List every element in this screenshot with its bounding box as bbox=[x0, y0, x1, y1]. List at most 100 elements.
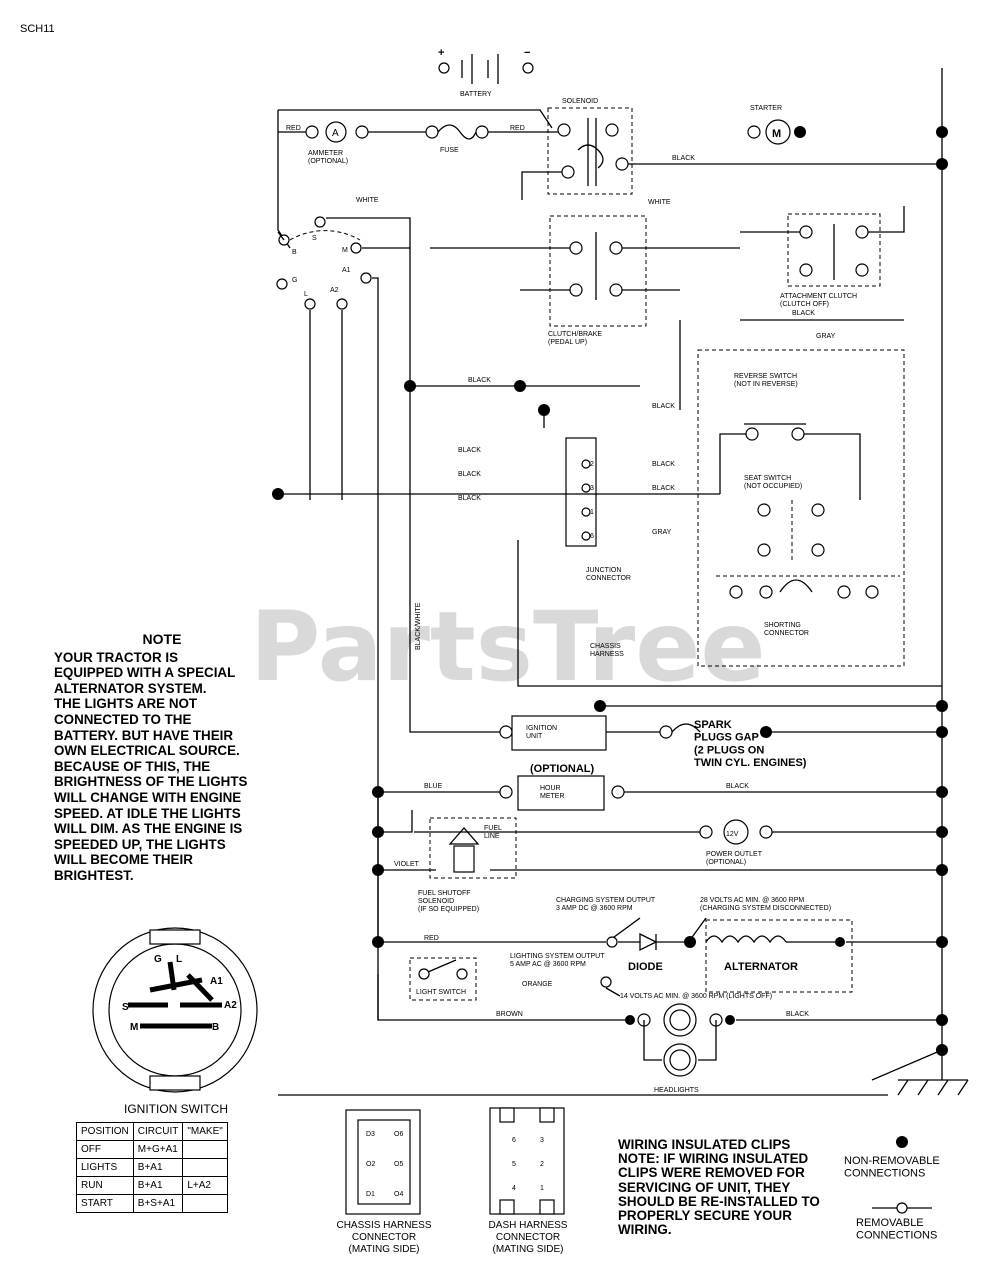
dash-connector-label: DASH HARNESS CONNECTOR (MATING SIDE) bbox=[488, 1220, 568, 1255]
svg-text:BLACK: BLACK bbox=[786, 1011, 809, 1018]
svg-text:6: 6 bbox=[590, 533, 594, 540]
note-body: YOUR TRACTOR IS EQUIPPED WITH A SPECIAL … bbox=[54, 649, 248, 883]
svg-text:2: 2 bbox=[540, 1161, 544, 1168]
ignition-switch-terminals: S B M G A1 L A2 bbox=[276, 216, 372, 310]
table-cell: OFF bbox=[76, 1140, 134, 1159]
table-cell bbox=[182, 1194, 228, 1213]
chassis-connector-label: CHASSIS HARNESS CONNECTOR (MATING SIDE) bbox=[336, 1220, 432, 1255]
svg-text:O5: O5 bbox=[394, 1161, 403, 1168]
svg-text:S: S bbox=[122, 1002, 129, 1013]
table-header: "MAKE" bbox=[182, 1122, 228, 1141]
svg-text:3: 3 bbox=[590, 485, 594, 492]
svg-text:BLACK/WHITE: BLACK/WHITE bbox=[415, 602, 422, 650]
starter-label: STARTER bbox=[750, 105, 782, 112]
svg-text:GRAY: GRAY bbox=[816, 333, 836, 340]
diode-label: DIODE bbox=[628, 961, 663, 973]
table-cell: B+A1 bbox=[132, 1176, 184, 1195]
svg-text:1: 1 bbox=[540, 1185, 544, 1192]
light-switch: LIGHT SWITCH bbox=[409, 957, 477, 1001]
svg-text:O6: O6 bbox=[394, 1131, 403, 1138]
table-header: CIRCUIT bbox=[132, 1122, 184, 1141]
table-row: START B+S+A1 bbox=[76, 1194, 228, 1213]
svg-text:ORANGE: ORANGE bbox=[522, 981, 553, 988]
alternator-label: ALTERNATOR bbox=[724, 961, 798, 973]
seat-switch: SEAT SWITCH(NOT OCCUPIED) bbox=[744, 475, 825, 560]
svg-text:BLACK: BLACK bbox=[652, 485, 675, 492]
watermark: PartsTree bbox=[250, 591, 765, 703]
reverse-switch: REVERSE SWITCH(NOT IN REVERSE) bbox=[734, 373, 806, 441]
svg-text:4: 4 bbox=[512, 1185, 516, 1192]
table-cell: L+A2 bbox=[182, 1176, 228, 1195]
svg-text:5: 5 bbox=[512, 1161, 516, 1168]
table-row: RUN B+A1 L+A2 bbox=[76, 1176, 228, 1195]
table-cell: B+A1 bbox=[132, 1158, 184, 1177]
note-title: NOTE bbox=[142, 631, 182, 647]
starter-symbol: M bbox=[772, 128, 781, 140]
svg-text:−: − bbox=[524, 47, 530, 59]
ammeter-label: AMMETER(OPTIONAL) bbox=[308, 150, 348, 165]
ground-bus bbox=[278, 68, 969, 1096]
fuel-shutoff-enclosure bbox=[429, 817, 517, 879]
clutch-brake-switch: CLUTCH/BRAKE(PEDAL UP) bbox=[548, 215, 647, 346]
diode: DIODE bbox=[618, 932, 663, 973]
table-cell bbox=[182, 1158, 228, 1177]
svg-text:1: 1 bbox=[590, 509, 594, 516]
wiring-clips-note: WIRING INSULATED CLIPS NOTE: IF WIRING I… bbox=[618, 1137, 820, 1238]
svg-text:L: L bbox=[304, 291, 308, 298]
battery: + − BATTERY bbox=[438, 47, 534, 98]
svg-text:BLUE: BLUE bbox=[424, 783, 443, 790]
table-cell: B+S+A1 bbox=[132, 1194, 184, 1213]
ignition-switch-title: IGNITION SWITCH bbox=[124, 1102, 228, 1116]
svg-text:WHITE: WHITE bbox=[648, 199, 671, 206]
svg-text:G: G bbox=[292, 277, 297, 284]
table-cell: RUN bbox=[76, 1176, 134, 1195]
svg-text:BLACK: BLACK bbox=[652, 461, 675, 468]
ignition-switch-face: G L A1 S A2 M B bbox=[92, 927, 258, 1093]
svg-text:6: 6 bbox=[512, 1137, 516, 1144]
battery-label: BATTERY bbox=[460, 91, 492, 98]
table-row: LIGHTS B+A1 bbox=[76, 1158, 228, 1177]
attachment-clutch: ATTACHMENT CLUTCH(CLUTCH OFF) bbox=[780, 213, 881, 308]
charging-volts-label: 28 VOLTS AC MIN. @ 3600 RPM(CHARGING SYS… bbox=[700, 897, 831, 912]
svg-text:RED: RED bbox=[424, 935, 439, 942]
table-cell: M+G+A1 bbox=[132, 1140, 184, 1159]
starter: STARTER M bbox=[747, 105, 806, 145]
svg-text:A2: A2 bbox=[330, 287, 339, 294]
power-outlet-symbol: 12V bbox=[726, 831, 739, 838]
alternator: ALTERNATOR bbox=[705, 919, 853, 993]
svg-text:L: L bbox=[176, 954, 182, 965]
svg-text:G: G bbox=[154, 954, 162, 965]
svg-text:M: M bbox=[130, 1022, 138, 1033]
svg-text:BLACK: BLACK bbox=[468, 377, 491, 384]
svg-text:B: B bbox=[212, 1022, 219, 1033]
svg-text:O2: O2 bbox=[366, 1161, 375, 1168]
svg-text:(OPTIONAL): (OPTIONAL) bbox=[530, 763, 594, 775]
light-switch-label: LIGHT SWITCH bbox=[416, 989, 466, 996]
alternator-note: NOTE YOUR TRACTOR IS EQUIPPED WITH A SPE… bbox=[54, 631, 270, 884]
reverse-switch-label: REVERSE SWITCH(NOT IN REVERSE) bbox=[734, 373, 798, 388]
svg-text:BLACK: BLACK bbox=[458, 495, 481, 502]
solenoid-label: SOLENOID bbox=[562, 98, 598, 105]
seat-switch-label: SEAT SWITCH(NOT OCCUPIED) bbox=[744, 475, 802, 490]
svg-text:BLACK: BLACK bbox=[458, 471, 481, 478]
svg-text:RED: RED bbox=[286, 125, 301, 132]
svg-text:A2: A2 bbox=[224, 1000, 237, 1011]
fuse: FUSE bbox=[425, 124, 489, 154]
svg-text:BLACK: BLACK bbox=[726, 783, 749, 790]
svg-text:S: S bbox=[312, 235, 317, 242]
